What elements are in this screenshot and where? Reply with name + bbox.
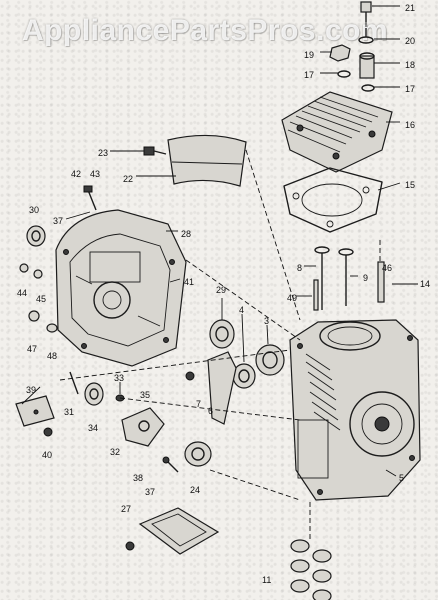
part-label-p37b: 37 (145, 487, 155, 497)
part-label-p16: 16 (405, 120, 415, 130)
bolt-37-38 (162, 456, 179, 473)
part-label-p23: 23 (98, 148, 108, 158)
valve-8 (314, 246, 330, 310)
assembly-lines (59, 22, 381, 540)
bolt-23 (143, 146, 167, 156)
part-label-p17b: 17 (405, 84, 415, 94)
seal-29 (209, 319, 235, 349)
washer-17a (337, 70, 351, 78)
bolt-47-48 (28, 310, 58, 333)
part-label-p43: 43 (90, 169, 100, 179)
spacer-18 (359, 52, 375, 79)
gear-34 (84, 382, 104, 406)
part-label-p40: 40 (42, 450, 52, 460)
stud-49 (313, 279, 319, 311)
valve-9 (338, 248, 354, 306)
seal-24 (184, 441, 212, 467)
watermark: AppliancePartsPros.com (22, 14, 389, 47)
part-label-p7: 7 (196, 399, 201, 409)
part-label-p46: 46 (382, 263, 392, 273)
part-label-p8: 8 (297, 263, 302, 273)
plate-39 (15, 395, 55, 427)
bearing-3 (255, 344, 285, 376)
part-label-p37a: 37 (53, 216, 63, 226)
part-label-p27: 27 (121, 504, 131, 514)
part-label-p19: 19 (304, 50, 314, 60)
part-label-p17a: 17 (304, 70, 314, 80)
part-label-p5: 5 (399, 473, 404, 483)
part-label-p22: 22 (123, 174, 133, 184)
bolt-42-43 (83, 185, 97, 211)
part-label-p49: 49 (287, 293, 297, 303)
cylinder-head-16 (281, 91, 393, 173)
crankcase-cover-28 (55, 209, 187, 367)
part-label-p21: 21 (405, 3, 415, 13)
part-label-p9: 9 (363, 273, 368, 283)
part-label-p34: 34 (88, 423, 98, 433)
pin-31 (69, 371, 79, 395)
bolt-40 (43, 427, 53, 437)
part-label-p33: 33 (114, 373, 124, 383)
label-leaders (21, 5, 418, 477)
pin-44-45 (19, 263, 43, 279)
seal-30 (26, 225, 46, 247)
part-label-p32: 32 (110, 447, 120, 457)
part-label-p41: 41 (184, 277, 194, 287)
washer-20 (358, 28, 374, 44)
part-label-p24: 24 (190, 485, 200, 495)
part-label-p29: 29 (216, 285, 226, 295)
part-label-p11: 11 (262, 575, 271, 585)
head-bolt-21 (360, 1, 372, 22)
part-label-p6: 6 (208, 406, 213, 416)
part-label-p35: 35 (140, 390, 150, 400)
head-gasket-15 (283, 167, 383, 233)
part-label-p20: 20 (405, 36, 415, 46)
bracket-6-7 (185, 351, 237, 425)
part-label-p28: 28 (181, 229, 191, 239)
springs-11 (290, 539, 332, 600)
cover-plate-27 (125, 507, 220, 555)
part-label-p42: 42 (71, 169, 81, 179)
crankcase-block-5 (289, 319, 421, 501)
dowel-46 (377, 261, 385, 303)
washer-17b (361, 84, 375, 92)
part-label-p48: 48 (47, 351, 57, 361)
governor-32-35 (121, 407, 165, 447)
part-label-p4: 4 (239, 305, 244, 315)
part-label-p44: 44 (17, 288, 27, 298)
part-label-p39: 39 (26, 385, 36, 395)
part-label-p15: 15 (405, 180, 415, 190)
part-label-p3: 3 (264, 316, 269, 326)
part-label-p30: 30 (29, 205, 39, 215)
part-label-p14: 14 (420, 279, 430, 289)
part-label-p38: 38 (133, 473, 143, 483)
part-label-p18: 18 (405, 60, 415, 70)
part-label-p47: 47 (27, 344, 37, 354)
part-label-p31: 31 (64, 407, 74, 417)
nut-19 (329, 44, 351, 62)
part-label-p45: 45 (36, 294, 46, 304)
cover-plate-22 (167, 134, 247, 187)
